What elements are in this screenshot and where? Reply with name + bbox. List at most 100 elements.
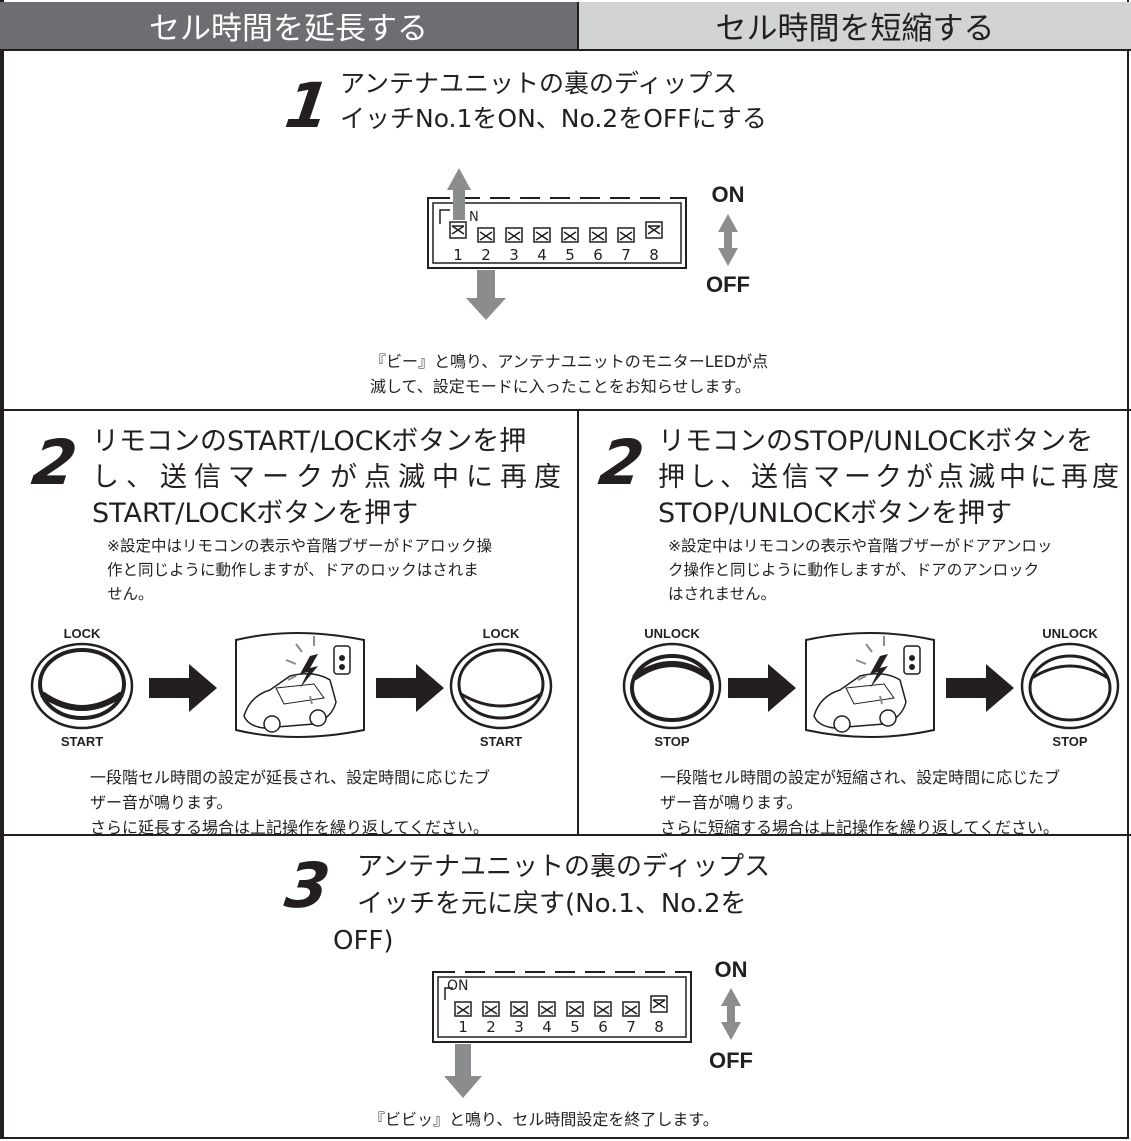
remote-display-car-icon xyxy=(805,632,935,738)
remote-display-car-icon xyxy=(235,632,365,738)
step3-off-label: OFF xyxy=(709,1048,753,1073)
lock-start-button-after[interactable]: LOCK START xyxy=(449,626,553,749)
start-label-before: START xyxy=(61,734,103,749)
switch1-up-arrow-icon xyxy=(447,168,471,220)
on-off-arrow-icon xyxy=(718,214,738,266)
step1-title: アンテナユニットの裏のディップス イッチNo.1をON、No.2をOFFにする xyxy=(340,66,820,136)
dip-switch-body xyxy=(427,196,687,269)
right-arrow-icon xyxy=(376,664,444,712)
step2-shorten-result: 一段階セル時間の設定が短縮され、設定時間に応じたブ ザー音が鳴ります。 さらに短… xyxy=(660,765,1130,840)
unlock-stop-button-after[interactable]: UNLOCK STOP xyxy=(1020,626,1120,749)
dip-number-3: 3 xyxy=(514,1018,524,1036)
step2-extend-number: 2 xyxy=(27,426,82,499)
dip-number-6: 6 xyxy=(598,1018,608,1036)
step2-shorten-note: ※設定中はリモコンの表示や音階ブザーがドアアンロッ ク操作と同じように動作します… xyxy=(668,534,1128,606)
step1-dip-switch-diagram: 1 2 3 4 5 6 7 8 N ON OFF xyxy=(427,168,750,320)
step2-shorten-number: 2 xyxy=(594,426,649,499)
step2-extend-title-line3: START/LOCKボタンを押す xyxy=(92,498,419,529)
step2-extend-illustration: LOCK START LOCK START xyxy=(30,626,553,749)
step2-extend-note: ※設定中はリモコンの表示や音階ブザーがドアロック操 作と同じように動作しますが、… xyxy=(107,534,567,606)
dip-number-2: 2 xyxy=(481,246,491,264)
unlock-label-after: UNLOCK xyxy=(1042,626,1098,641)
switch2-down-arrow-icon xyxy=(466,270,506,320)
dip-switch-numbers: 1 2 3 4 5 6 7 8 xyxy=(453,246,659,264)
dip-number-5: 5 xyxy=(570,1018,580,1036)
header-divider xyxy=(0,49,1131,51)
dip-number-1: 1 xyxy=(458,1018,468,1036)
step3-number: 3 xyxy=(280,849,335,922)
step2-extend-result-line2: ザー音が鳴ります。 xyxy=(90,793,233,812)
dip-number-4: 4 xyxy=(537,246,547,264)
lock-label-after: LOCK xyxy=(483,626,520,641)
step2-shorten-result-line3: さらに短縮する場合は上記操作を繰り返してください。 xyxy=(660,818,1060,837)
step2-divider xyxy=(0,834,1131,836)
dip-switch-numbers: 1 2 3 4 5 6 7 8 xyxy=(458,1018,664,1036)
switch1-down-arrow-icon xyxy=(444,1044,482,1098)
step1-divider xyxy=(0,409,1131,411)
on-off-arrow-icon xyxy=(721,988,741,1040)
step2-shorten-note-line1: ※設定中はリモコンの表示や音階ブザーがドアアンロッ xyxy=(668,537,1053,555)
dip-number-7: 7 xyxy=(626,1018,636,1036)
dip-switch-toggles xyxy=(449,221,663,243)
step2-extend-title-line2: し、送信マークが点滅中に再度 xyxy=(92,462,568,493)
step2-extend-result: 一段階セル時間の設定が延長され、設定時間に応じたブ ザー音が鳴ります。 さらに延… xyxy=(90,765,560,840)
step2-extend-result-line3: さらに延長する場合は上記操作を繰り返してください。 xyxy=(90,818,490,837)
step2-shorten-title-line3: STOP/UNLOCKボタンを押す xyxy=(658,498,1013,529)
step2-shorten-title-line2: 押し、送信マークが点滅中に再度 xyxy=(658,462,1123,493)
step1-result-line2: 滅して、設定モードに入ったことをお知らせします。 xyxy=(370,377,751,396)
dip-number-4: 4 xyxy=(542,1018,552,1036)
step1-off-label: OFF xyxy=(706,272,750,297)
dip-number-1: 1 xyxy=(453,246,463,264)
tab-shorten-label: セル時間を短縮する xyxy=(715,11,995,47)
lock-label-before: LOCK xyxy=(64,626,101,641)
step1-title-line1: アンテナユニットの裏のディップス xyxy=(340,69,738,98)
dip-number-8: 8 xyxy=(654,1018,664,1036)
step1-result: 『ビー』と鳴り、アンテナユニットのモニターLEDが点 滅して、設定モードに入った… xyxy=(370,349,830,399)
dip-switch-body xyxy=(432,970,692,1043)
step3-title-line2: イッチを元に戻す(No.1、No.2を xyxy=(357,889,747,919)
step1-result-line1: 『ビー』と鳴り、アンテナユニットのモニターLEDが点 xyxy=(370,352,769,371)
dip-number-5: 5 xyxy=(565,246,575,264)
step3-title: アンテナユニットの裏のディップス イッチを元に戻す(No.1、No.2を OFF… xyxy=(333,849,837,960)
dip-number-6: 6 xyxy=(593,246,603,264)
tab-shorten-cell-time[interactable]: セル時間を短縮する xyxy=(577,2,1131,49)
step1-on-label: ON xyxy=(712,182,745,207)
step2-shorten-result-line1: 一段階セル時間の設定が短縮され、設定時間に応じたブ xyxy=(660,768,1061,787)
start-label-after: START xyxy=(480,734,522,749)
step2-shorten-illustration: UNLOCK STOP UNLOCK STOP xyxy=(622,626,1120,749)
step2-extend-title: リモコンのSTART/LOCKボタンを押 し、送信マークが点滅中に再度 STAR… xyxy=(92,424,568,532)
lock-start-button-before[interactable]: LOCK START xyxy=(30,626,134,749)
unlock-label-before: UNLOCK xyxy=(644,626,700,641)
step1-number: 1 xyxy=(280,69,335,142)
step1-title-line2: イッチNo.1をON、No.2をOFFにする xyxy=(340,104,767,133)
step2-extend-note-line2: 作と同じように動作しますが、ドアのロックはされま xyxy=(107,561,479,579)
dip-switch-toggles xyxy=(454,995,668,1017)
step2-shorten-result-line2: ザー音が鳴ります。 xyxy=(660,793,803,812)
dip-number-2: 2 xyxy=(486,1018,496,1036)
step3-title-line3: OFF) xyxy=(333,926,394,956)
step2-shorten-note-line2: ク操作と同じように動作しますが、ドアのアンロック xyxy=(668,561,1040,579)
right-arrow-icon xyxy=(946,664,1014,712)
step2-extend-title-line1: リモコンのSTART/LOCKボタンを押 xyxy=(92,426,527,457)
step2-shorten-title: リモコンのSTOP/UNLOCKボタンを 押し、送信マークが点滅中に再度 STO… xyxy=(658,424,1123,532)
step3-title-line1: アンテナユニットの裏のディップス xyxy=(357,852,771,882)
right-arrow-icon xyxy=(728,664,796,712)
step2-shorten-title-line1: リモコンのSTOP/UNLOCKボタンを xyxy=(658,426,1094,457)
unlock-stop-button-before[interactable]: UNLOCK STOP xyxy=(622,626,722,749)
column-divider xyxy=(577,410,579,835)
step3-on-label: ON xyxy=(715,957,748,982)
step2-shorten-note-line3: はされません。 xyxy=(668,585,777,603)
step2-extend-result-line1: 一段階セル時間の設定が延長され、設定時間に応じたブ xyxy=(90,768,491,787)
dip-number-8: 8 xyxy=(649,246,659,264)
step3-dip-switch-diagram: ON 1 2 3 4 5 6 7 8 ON OFF xyxy=(432,957,753,1098)
right-arrow-icon xyxy=(149,664,217,712)
stop-label-after: STOP xyxy=(1052,734,1087,749)
switch-on-mark: ON xyxy=(447,978,469,994)
tab-extend-cell-time[interactable]: セル時間を延長する xyxy=(0,2,577,49)
step3-result: 『ビビッ』と鳴り、セル時間設定を終了します。 xyxy=(369,1110,719,1129)
dip-number-7: 7 xyxy=(621,246,631,264)
tab-extend-label: セル時間を延長する xyxy=(149,11,428,47)
switch-on-mark: N xyxy=(469,210,479,225)
dip-number-3: 3 xyxy=(509,246,519,264)
